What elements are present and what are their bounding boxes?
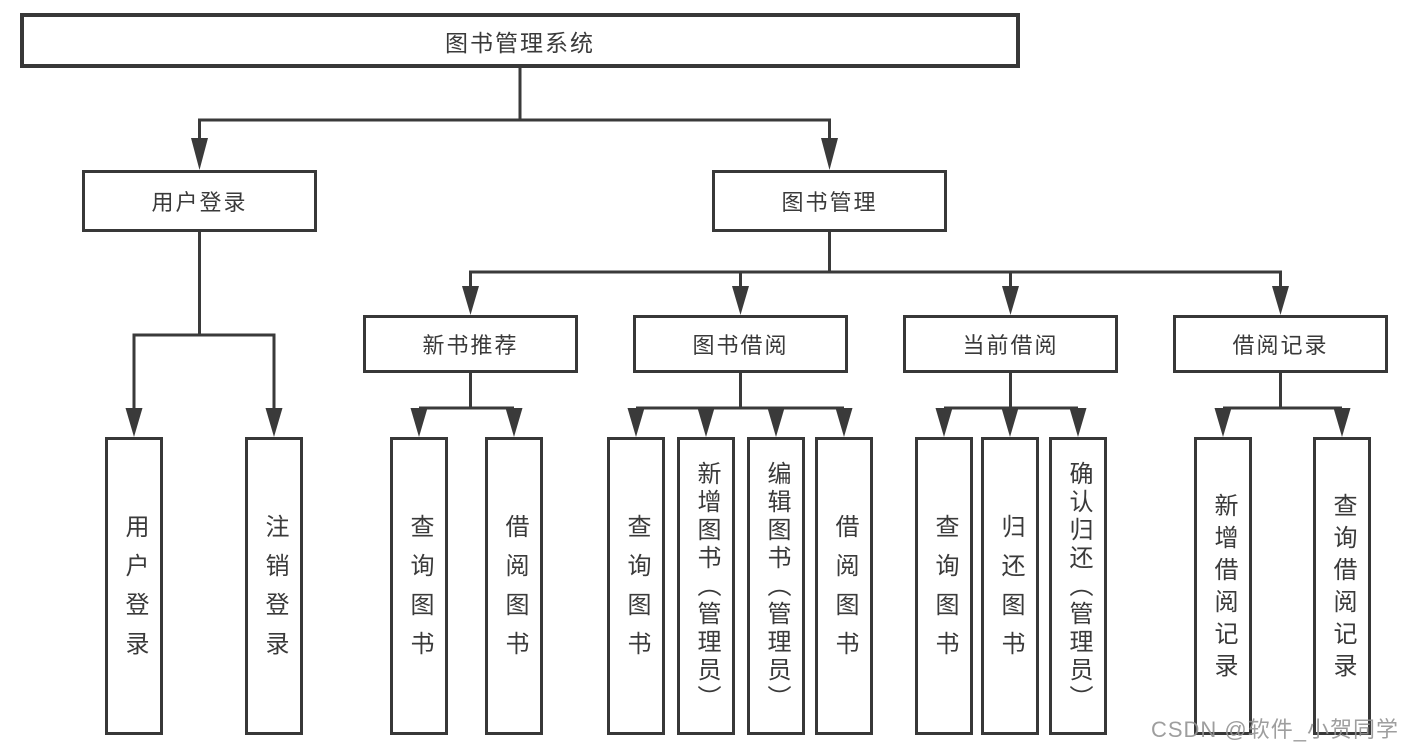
arrow-icon xyxy=(410,408,428,437)
node-leaf-add-borrow-record-label: 新增借阅记录 xyxy=(1210,493,1237,685)
arrow-icon xyxy=(835,408,853,437)
connector-book-borrow-to-leaves xyxy=(636,373,844,410)
arrow-icon xyxy=(125,408,143,437)
node-new-book-recommend-label: 新书推荐 xyxy=(422,333,519,358)
node-book-management: 图书管理 xyxy=(712,170,947,232)
node-book-borrowing-label: 图书借阅 xyxy=(692,333,789,358)
node-leaf-query-borrow-record: 查询借阅记录 xyxy=(1313,437,1371,735)
connector-current-borrow-to-leaves xyxy=(944,373,1078,410)
node-book-borrowing: 图书借阅 xyxy=(633,315,848,373)
node-leaf-add-books-admin-label: 新增图书（管理员） xyxy=(693,461,720,713)
node-leaf-query-books-3-label: 查询图书 xyxy=(931,514,958,670)
node-root-label: 图书管理系统 xyxy=(445,29,595,56)
node-leaf-return-books: 归还图书 xyxy=(981,437,1039,735)
arrow-icon xyxy=(1214,408,1232,437)
arrow-icon xyxy=(1333,408,1351,437)
node-leaf-borrow-books-2: 借阅图书 xyxy=(815,437,873,735)
node-user-login: 用户登录 xyxy=(82,170,317,232)
arrow-icon xyxy=(821,138,838,170)
connector-borrow-record-to-leaves xyxy=(1223,373,1342,410)
node-root: 图书管理系统 xyxy=(20,13,1020,68)
node-leaf-return-books-label: 归还图书 xyxy=(997,514,1024,670)
arrow-icon xyxy=(1069,408,1087,437)
arrow-icon xyxy=(732,286,749,315)
node-leaf-logout-label: 注销登录 xyxy=(261,514,288,670)
node-leaf-borrow-books-1-label: 借阅图书 xyxy=(501,514,528,670)
node-leaf-add-books-admin: 新增图书（管理员） xyxy=(677,437,735,735)
arrow-icon xyxy=(505,408,523,437)
node-leaf-confirm-return-admin: 确认归还（管理员） xyxy=(1049,437,1107,735)
node-leaf-query-books-2-label: 查询图书 xyxy=(623,514,650,670)
node-leaf-borrow-books-1: 借阅图书 xyxy=(485,437,543,735)
connector-root-to-level2 xyxy=(198,68,831,140)
arrowheads xyxy=(125,138,1351,437)
node-borrowing-records-label: 借阅记录 xyxy=(1232,333,1329,358)
connector-user-login-to-leaves xyxy=(132,232,276,410)
node-leaf-query-books-1-label: 查询图书 xyxy=(406,514,433,670)
node-leaf-query-books-2: 查询图书 xyxy=(607,437,665,735)
node-current-borrowing: 当前借阅 xyxy=(903,315,1118,373)
watermark: CSDN @软件_小贺同学 xyxy=(1150,717,1399,742)
node-leaf-edit-books-admin-label: 编辑图书（管理员） xyxy=(763,461,790,713)
arrow-icon xyxy=(697,408,715,437)
node-leaf-query-books-3: 查询图书 xyxy=(915,437,973,735)
arrow-icon xyxy=(191,138,208,170)
node-leaf-edit-books-admin: 编辑图书（管理员） xyxy=(747,437,805,735)
node-new-book-recommend: 新书推荐 xyxy=(363,315,578,373)
arrow-icon xyxy=(627,408,645,437)
node-leaf-query-books-1: 查询图书 xyxy=(390,437,448,735)
arrow-icon xyxy=(1002,286,1019,315)
node-leaf-user-login-label: 用户登录 xyxy=(121,514,148,670)
arrow-icon xyxy=(462,286,479,315)
node-book-management-label: 图书管理 xyxy=(781,190,878,215)
node-leaf-user-login: 用户登录 xyxy=(105,437,163,735)
arrow-icon xyxy=(1001,408,1019,437)
arrow-icon xyxy=(265,408,283,437)
connector-book-mgmt-to-level3 xyxy=(469,232,1282,288)
node-leaf-add-borrow-record: 新增借阅记录 xyxy=(1194,437,1252,735)
arrow-icon xyxy=(935,408,953,437)
node-leaf-confirm-return-admin-label: 确认归还（管理员） xyxy=(1065,461,1092,713)
arrow-icon xyxy=(767,408,785,437)
node-leaf-borrow-books-2-label: 借阅图书 xyxy=(831,514,858,670)
node-leaf-query-borrow-record-label: 查询借阅记录 xyxy=(1329,493,1356,685)
connector-new-book-to-leaves xyxy=(419,373,514,410)
node-leaf-logout: 注销登录 xyxy=(245,437,303,735)
node-current-borrowing-label: 当前借阅 xyxy=(962,333,1059,358)
node-user-login-label: 用户登录 xyxy=(151,190,248,215)
node-borrowing-records: 借阅记录 xyxy=(1173,315,1388,373)
arrow-icon xyxy=(1272,286,1289,315)
